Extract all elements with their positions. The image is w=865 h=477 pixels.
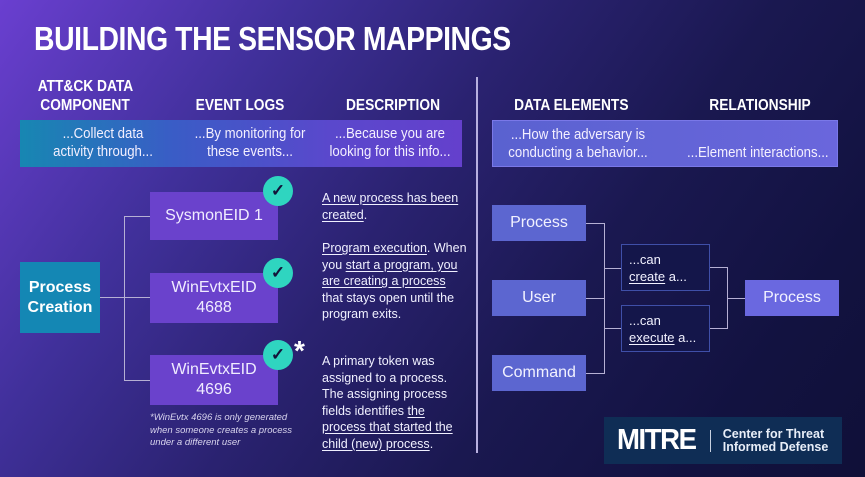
desc-text: A primary token was assigned to a proces… — [322, 354, 448, 418]
connector-line — [124, 380, 150, 381]
relationship-execute: ...can execute a... — [621, 305, 710, 352]
asterisk-icon: * — [294, 335, 305, 366]
column-heading-data-elements: DATA ELEMENTS — [514, 97, 629, 114]
box-text: SysmonEID 1 — [165, 207, 263, 224]
description-sysmon-1: A new process has been created. — [322, 190, 467, 223]
band-text: conducting a behavior... — [508, 144, 648, 161]
connector-line — [586, 373, 604, 374]
mitre-logo: MITRE Center for Threat Informed Defense — [604, 417, 842, 464]
description-winevtx-4688: Program execution. When you start a prog… — [322, 240, 467, 323]
column-heading-data-component: ATT&CK DATA COMPONENT — [37, 77, 134, 115]
data-element-command: Command — [492, 355, 586, 391]
event-log-sysmon-1: SysmonEID 1 — [150, 192, 278, 240]
band-cell-data-elements: ...How the adversary is conducting a beh… — [508, 126, 649, 162]
heading-line: ATT&CK DATA — [37, 78, 134, 95]
relationship-text: ...can — [629, 252, 661, 267]
relationship-verb: create — [629, 269, 666, 284]
relationship-text: ...can — [629, 313, 661, 328]
event-log-winevtx-4688: WinEvtxEID 4688 — [150, 273, 278, 323]
left-header-band: ...Collect data activity through... ...B… — [20, 120, 462, 167]
logo-text-line: Center for Threat — [722, 426, 825, 441]
relationship-text: a... — [674, 330, 697, 345]
connector-line — [727, 298, 745, 299]
band-text: ...Because you are — [334, 125, 446, 142]
desc-text: . When you — [322, 241, 467, 272]
logo-separator — [709, 429, 711, 452]
section-divider — [476, 77, 478, 453]
checkmark-icon: ✓ — [263, 176, 293, 206]
box-text: WinEvtxEID — [171, 361, 257, 378]
desc-text-underlined: the process that started the child (new)… — [322, 403, 453, 451]
band-text: activity through... — [53, 143, 153, 160]
desc-text-underlined: Program execution — [322, 241, 427, 255]
column-heading-description: DESCRIPTION — [345, 97, 441, 114]
relationship-text: a... — [665, 269, 687, 284]
checkmark-icon: ✓ — [263, 258, 293, 288]
band-cell-description: ...Because you are looking for this info… — [324, 125, 456, 161]
desc-text: . — [363, 207, 368, 222]
connector-line — [604, 223, 605, 374]
column-heading-relationship: RELATIONSHIP — [709, 97, 811, 114]
band-text: ...Collect data — [62, 125, 144, 142]
footnote: *WinEvtx 4696 is only generated when som… — [150, 412, 293, 448]
box-text: 4688 — [196, 299, 232, 316]
band-cell-event-logs: ...By monitoring for these events... — [188, 125, 311, 161]
connector-line — [604, 328, 621, 329]
connector-line — [586, 298, 604, 299]
right-header-band: ...How the adversary is conducting a beh… — [492, 120, 838, 167]
relationship-verb: execute — [629, 330, 675, 345]
heading-line: COMPONENT — [40, 97, 130, 114]
logo-tagline: Center for Threat Informed Defense — [722, 426, 829, 454]
connector-line — [586, 223, 604, 224]
connector-line — [124, 216, 125, 380]
band-text: ...By monitoring for — [194, 125, 306, 142]
box-text: Creation — [27, 298, 93, 316]
connector-line — [100, 297, 150, 298]
relationship-create: ...can create a... — [621, 244, 710, 291]
connector-line — [710, 328, 728, 329]
box-text: 4696 — [196, 381, 232, 398]
band-cell-data-component: ...Collect data activity through... — [46, 125, 160, 161]
description-winevtx-4696: A primary token was assigned to a proces… — [322, 353, 467, 452]
connector-line — [604, 268, 621, 269]
desc-text: that stays open until the program exits. — [322, 290, 455, 322]
data-component-process-creation: Process Creation — [20, 262, 100, 333]
band-cell-relationship: ...Element interactions... — [687, 144, 829, 161]
band-text: looking for this info... — [329, 143, 451, 160]
band-text: these events... — [207, 143, 293, 160]
page-title: BUILDING THE SENSOR MAPPINGS — [34, 20, 511, 57]
connector-line — [124, 216, 150, 217]
desc-text: . — [429, 436, 434, 451]
box-text: Process — [28, 278, 92, 296]
logo-text-line: Informed Defense — [722, 439, 829, 454]
event-log-winevtx-4696: WinEvtxEID 4696 — [150, 355, 278, 405]
checkmark-icon: ✓ — [263, 340, 293, 370]
data-element-process: Process — [492, 205, 586, 241]
desc-text-underlined: A new process has been created — [322, 191, 459, 222]
band-text: ...How the adversary is — [510, 126, 646, 143]
target-element-process: Process — [745, 280, 839, 316]
box-text: WinEvtxEID — [171, 279, 257, 296]
desc-text-underlined: start a program, you are creating a proc… — [322, 257, 458, 289]
connector-line — [710, 267, 728, 268]
column-heading-event-logs: EVENT LOGS — [195, 97, 285, 114]
data-element-user: User — [492, 280, 586, 316]
logo-brand: MITRE — [617, 424, 697, 456]
